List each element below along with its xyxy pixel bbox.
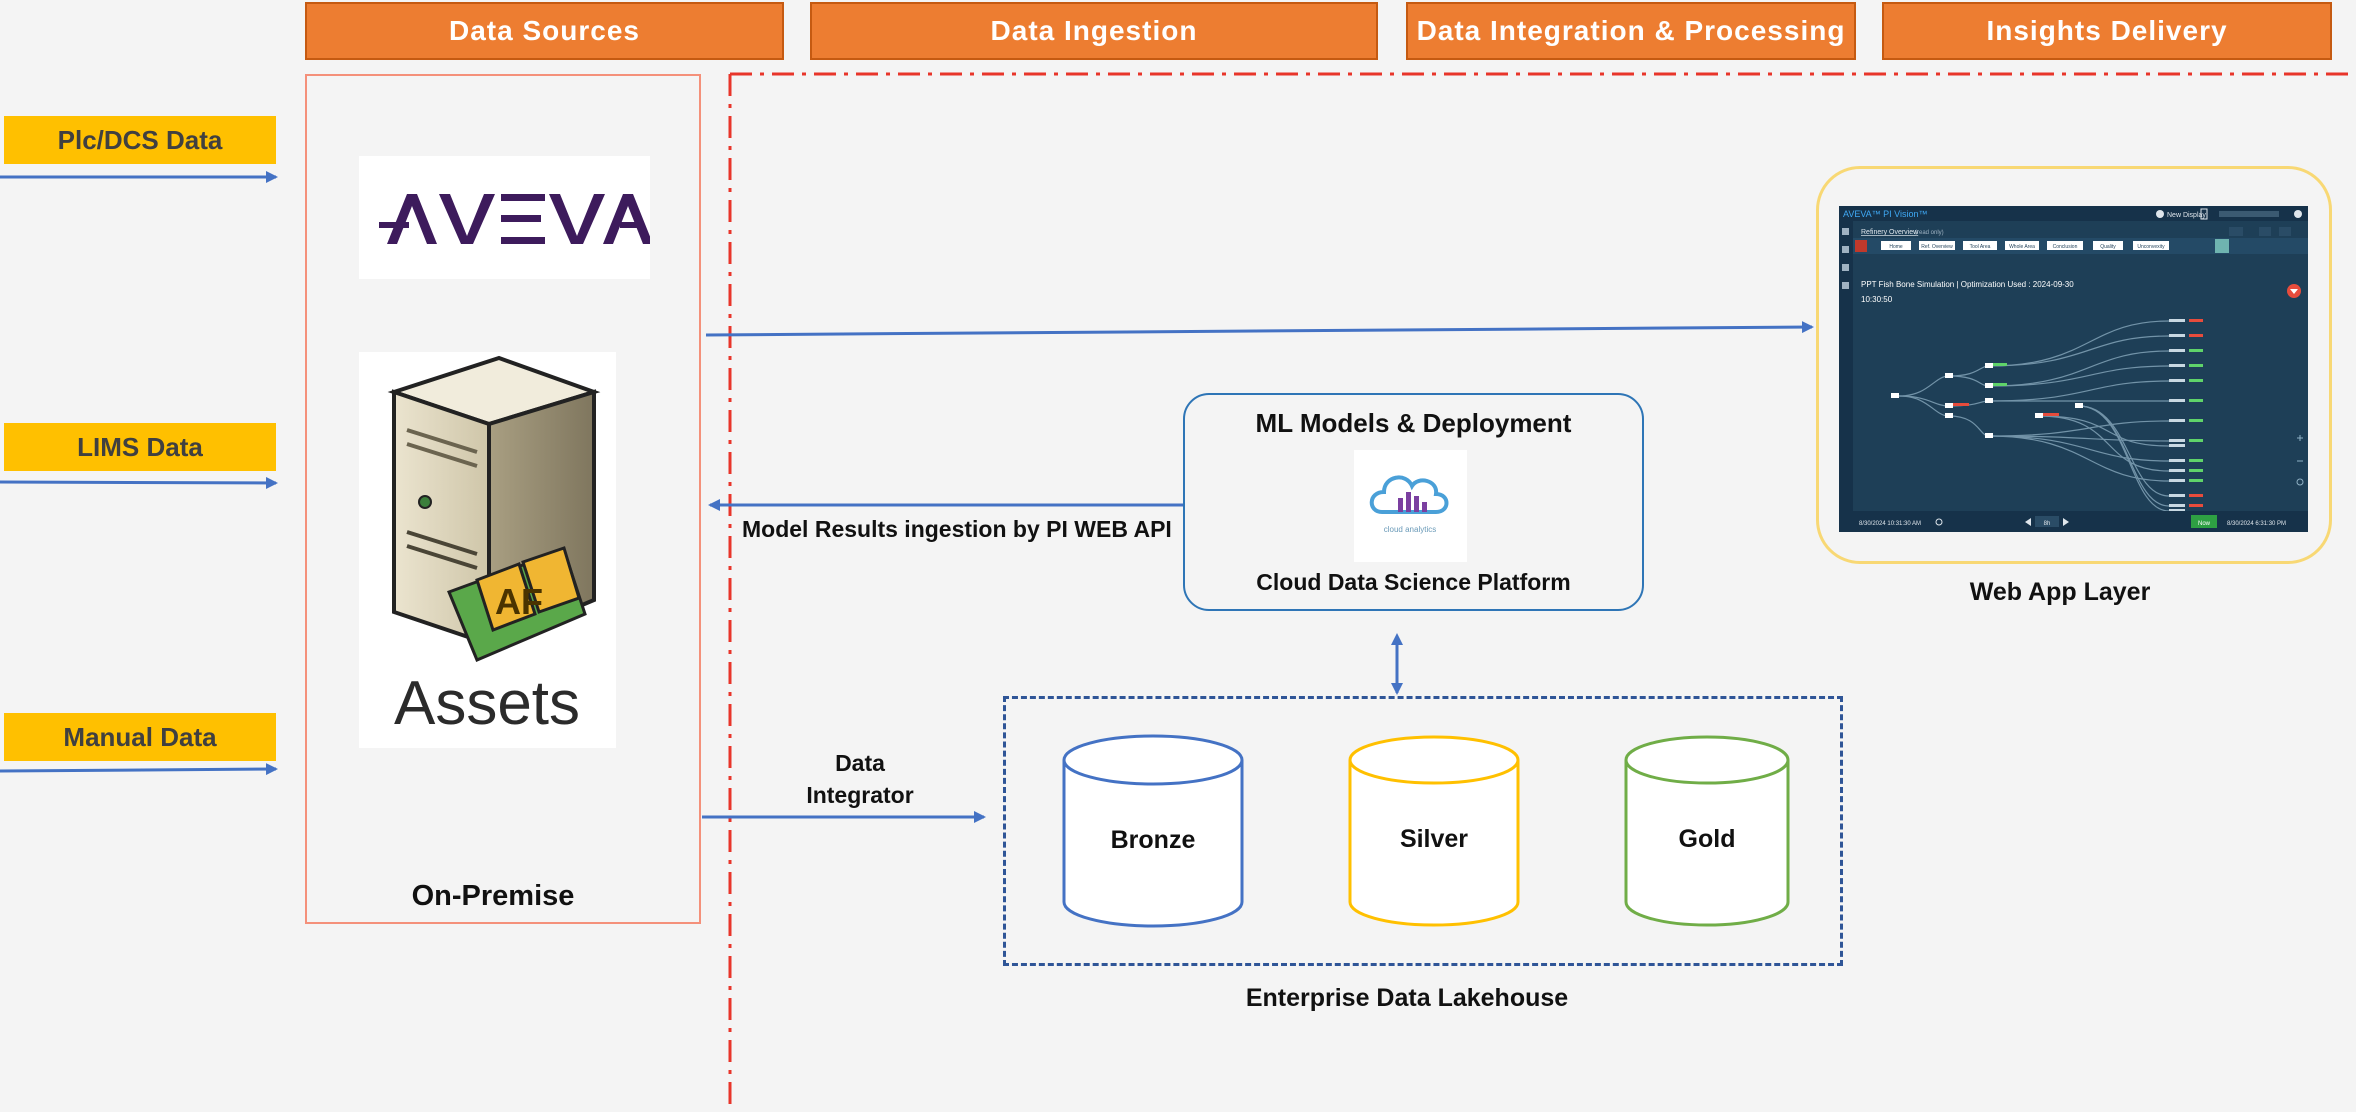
web-app-label: Web App Layer	[1969, 578, 2151, 606]
tier-bronze-label: Bronze	[1110, 826, 1196, 854]
new-display-link[interactable]: New Display	[2167, 212, 2206, 219]
header-data-ingestion: Data Ingestion	[810, 2, 1378, 60]
footer-prev-icon[interactable]	[2025, 518, 2031, 526]
footer-next-icon[interactable]	[2063, 518, 2069, 526]
cloud-analytics-caption: cloud analytics	[1384, 525, 1436, 534]
footer-start-time[interactable]: 8/30/2024 10:31:30 AM	[1859, 521, 1921, 527]
cloud-boundary	[728, 72, 2356, 1112]
cloud-platform-label: Cloud Data Science Platform	[1256, 569, 1571, 595]
nav-buttons: Home Ref. Overview Tool Area Whole Area …	[1881, 241, 2169, 250]
on-premise-label: On-Premise	[411, 880, 575, 912]
pi-vision-title: AVEVA™ PI Vision™	[1843, 209, 1928, 219]
data-integrator-label-1: Data	[835, 750, 885, 776]
nav-button-ref-overview[interactable]: Ref. Overview	[1921, 244, 1953, 250]
chart-time: 10:30:50	[1861, 295, 1893, 304]
cylinder-bronze	[1062, 734, 1244, 928]
breadcrumb-refinery[interactable]: Refinery Overview	[1861, 229, 1919, 236]
nav-button-tool-area[interactable]: Tool Area	[1970, 244, 1991, 250]
header-data-integration: Data Integration & Processing	[1406, 2, 1856, 60]
pi-vision-screen: AVEVA™ PI Vision™ New Display Refinery O…	[1839, 206, 2308, 532]
aveva-logo	[359, 156, 653, 279]
af-assets-card: AF Assets	[359, 352, 616, 748]
ml-models-title: ML Models & Deployment	[1255, 408, 1572, 438]
aveva-logo-graphic	[379, 194, 653, 244]
model-results-label: Model Results ingestion by PI WEB API	[742, 516, 1172, 542]
fishbone-ok-bars	[1993, 349, 2203, 482]
chart-title: PPT Fish Bone Simulation | Optimization …	[1861, 280, 2074, 289]
arrow-to-web-app	[705, 321, 1814, 337]
cylinder-gold	[1624, 735, 1790, 927]
nav-button-conclusion[interactable]: Conclusion	[2053, 244, 2078, 250]
header-data-sources: Data Sources	[305, 2, 784, 60]
source-manual: Manual Data	[4, 713, 276, 761]
fishbone-alert-bars	[1953, 319, 2203, 507]
nav-button-whole-area[interactable]: Whole Area	[2009, 244, 2035, 250]
footer-span[interactable]: 8h	[2044, 521, 2051, 527]
lakehouse-label: Enterprise Data Lakehouse	[1245, 984, 1569, 1012]
nav-button-quality[interactable]: Quality	[2100, 244, 2116, 250]
pi-vision-screenshot: AVEVA™ PI Vision™ New Display Refinery O…	[1839, 206, 2308, 532]
cloud-analytics-logo: cloud analytics	[1354, 450, 1467, 562]
nav-button-unconvexity[interactable]: Unconvexity	[2137, 244, 2165, 250]
on-premise-box	[305, 74, 701, 924]
fishbone-nodes	[1891, 363, 2083, 438]
data-integrator-label-2: Integrator	[806, 782, 914, 808]
af-badge-text: AF	[495, 581, 543, 622]
header-insights-delivery: Insights Delivery	[1882, 2, 2332, 60]
source-lims: LIMS Data	[4, 423, 276, 471]
server-icon: AF Assets	[387, 355, 601, 738]
footer-now-button[interactable]: Now	[2198, 521, 2211, 527]
fishbone-leaf-bars	[2169, 319, 2185, 512]
arrow-lims	[0, 476, 278, 489]
lakehouse-cylinders	[1062, 734, 1790, 928]
source-plc-dcs: Plc/DCS Data	[4, 116, 276, 164]
tier-gold-label: Gold	[1678, 825, 1736, 853]
zoom-controls[interactable]	[2296, 435, 2304, 486]
footer-end-time[interactable]: 8/30/2024 6:31:30 PM	[2227, 521, 2286, 527]
lakehouse-box	[1003, 696, 1843, 966]
cloud-analytics-icon: cloud analytics	[1369, 475, 1449, 534]
fishbone-lines	[1898, 320, 2170, 512]
tier-silver-label: Silver	[1399, 825, 1469, 853]
assets-text: Assets	[394, 669, 580, 738]
nav-button-home[interactable]: Home	[1889, 244, 1903, 250]
cylinder-silver	[1348, 735, 1520, 927]
arrow-manual	[0, 763, 278, 776]
ml-models-box	[1183, 393, 1644, 611]
breadcrumb-suffix: (read only)	[1915, 230, 1944, 236]
